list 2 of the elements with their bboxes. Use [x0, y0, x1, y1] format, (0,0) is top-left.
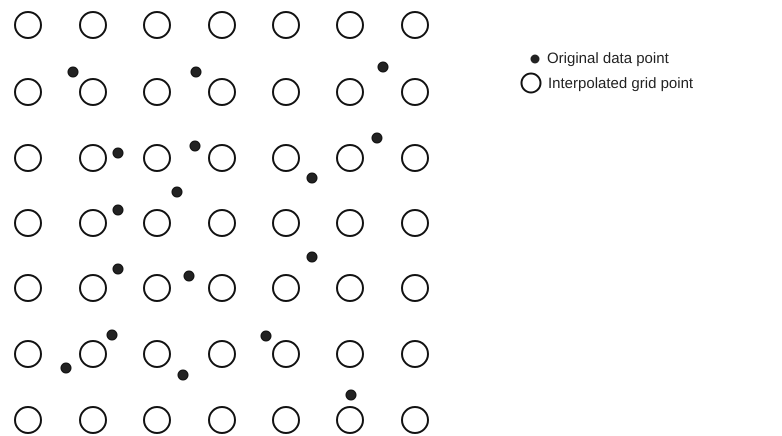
legend-label: Interpolated grid point [548, 74, 694, 92]
legend-label: Original data point [547, 50, 669, 67]
